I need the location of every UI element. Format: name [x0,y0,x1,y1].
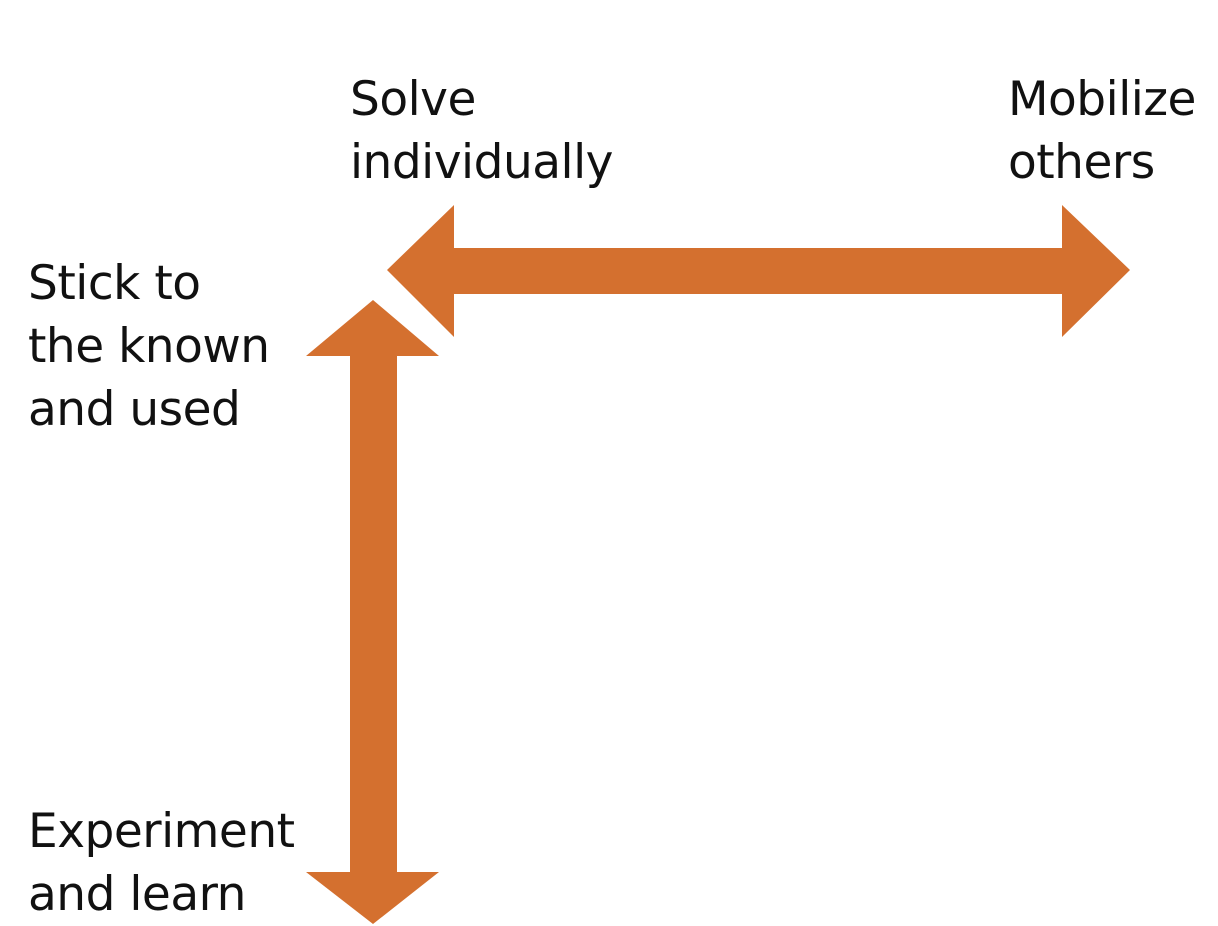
label-line: and used [28,382,241,437]
label-line: Experiment [28,804,295,859]
label-line: Mobilize [1008,72,1196,127]
horizontal-double-arrow [387,205,1130,337]
vertical-double-arrow [306,300,439,924]
label-line: others [1008,135,1155,190]
label-solve-individually: Solve individually [350,68,613,194]
label-line: Solve [350,72,476,127]
label-line: the known [28,319,270,374]
label-line: and learn [28,867,246,922]
label-mobilize-others: Mobilize others [1008,68,1196,194]
label-line: Stick to [28,256,201,311]
label-experiment-and-learn: Experiment and learn [28,800,295,926]
label-stick-to-known: Stick to the known and used [28,252,270,441]
label-line: individually [350,135,613,190]
